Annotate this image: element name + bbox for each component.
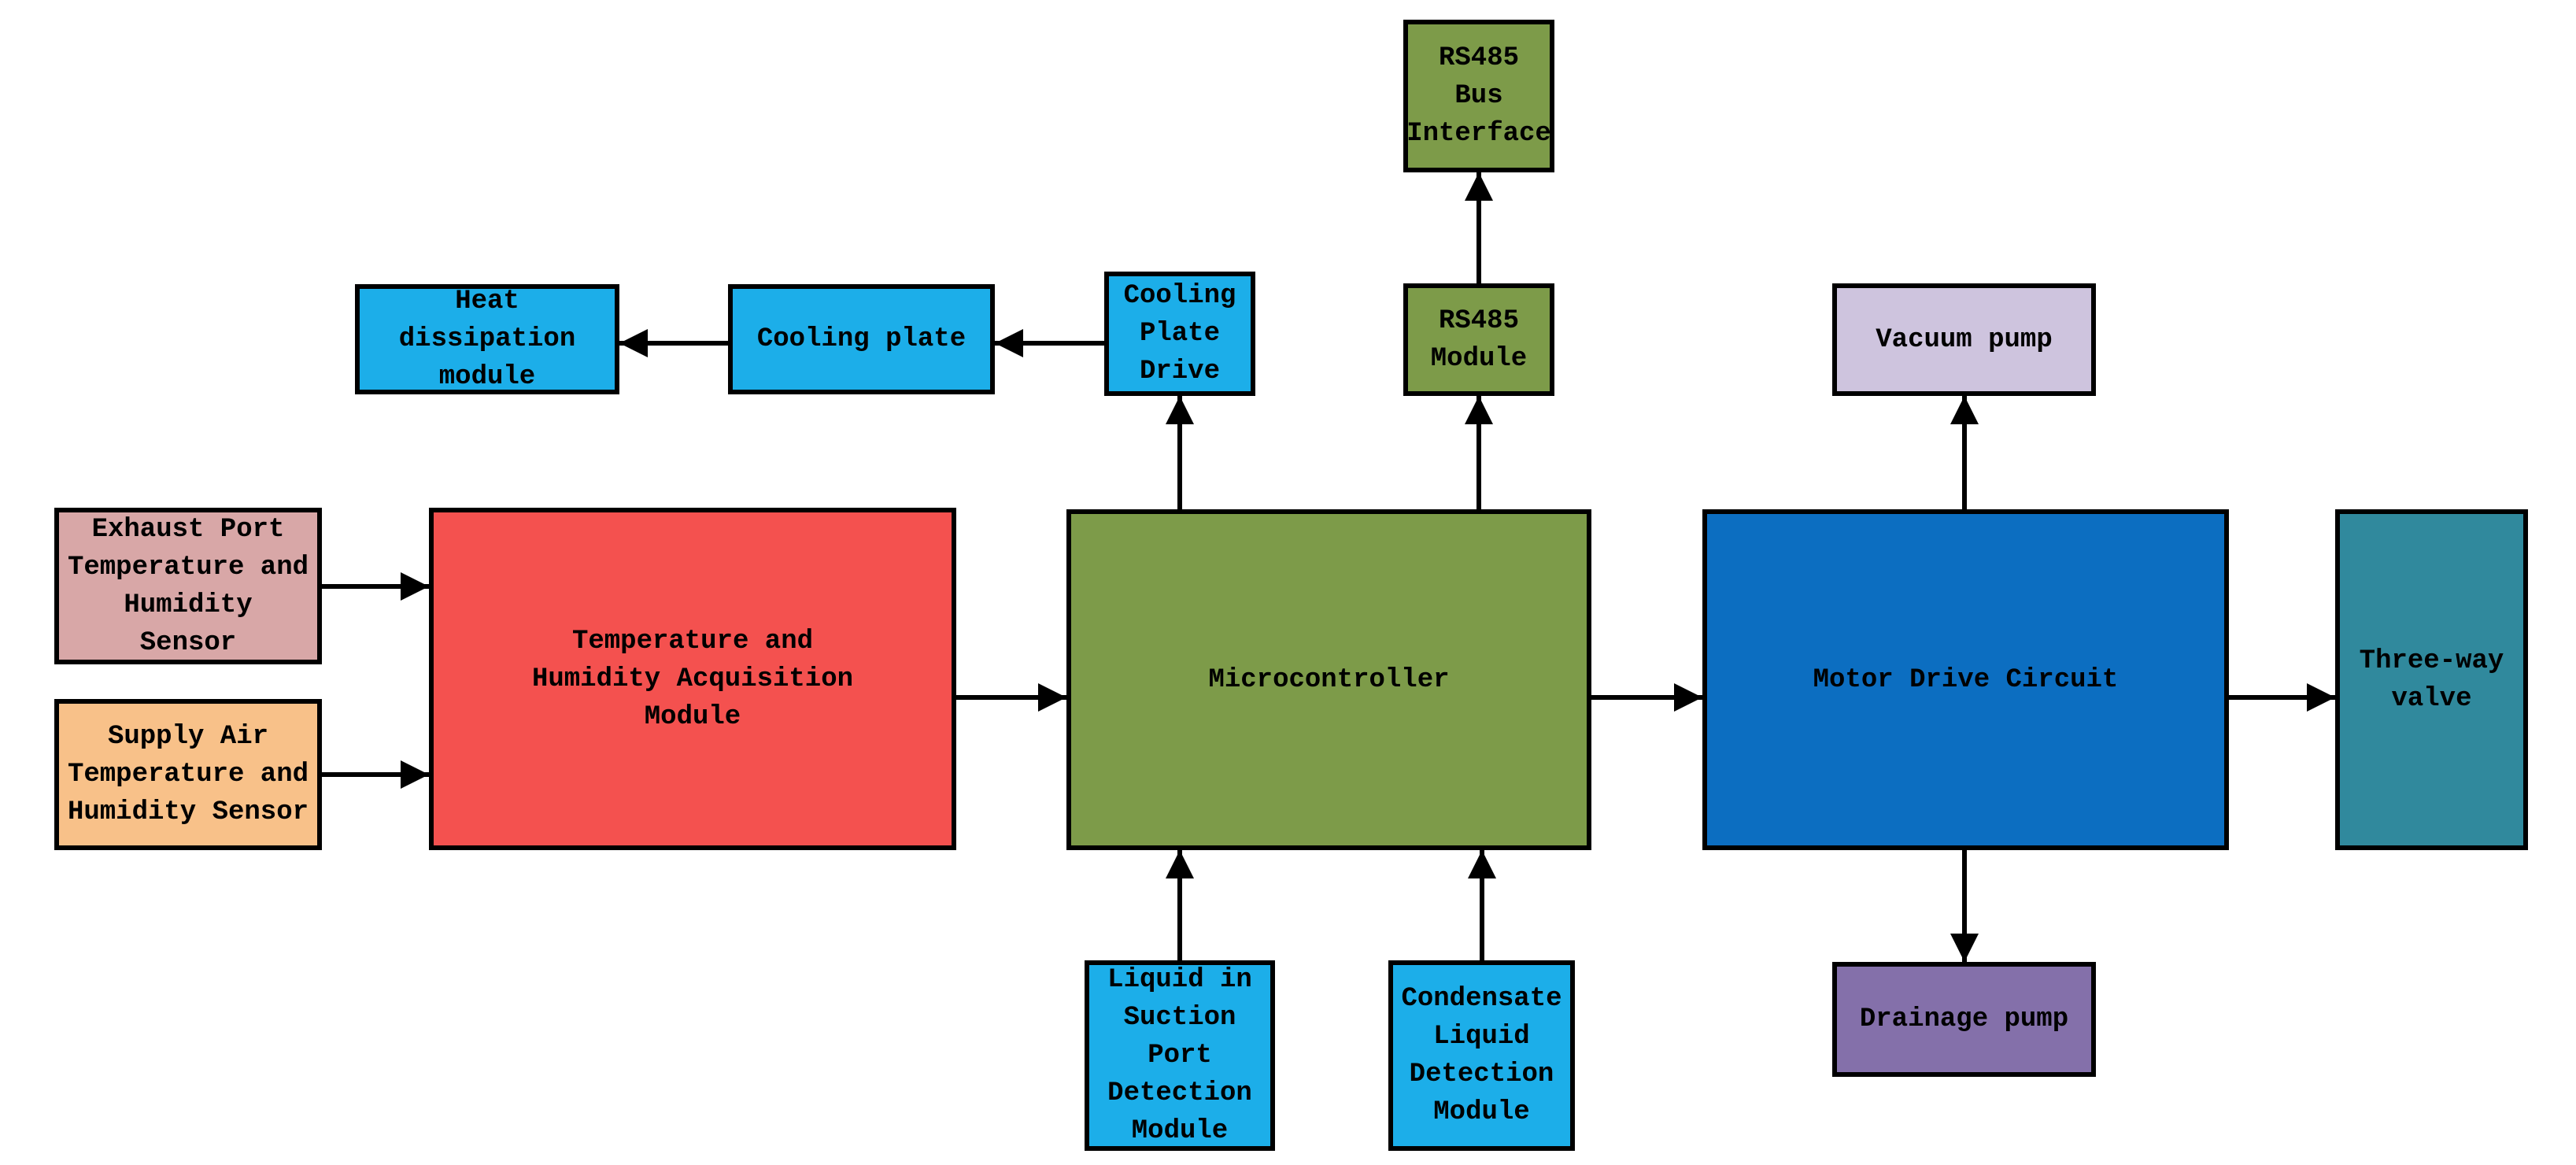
- node-label-motor-drive-circuit: Motor Drive Circuit: [1813, 664, 2119, 695]
- node-label-condensate-detection: Condensate Liquid Detection Module: [1401, 984, 1562, 1127]
- node-vacuum-pump: Vacuum pump: [1832, 283, 2096, 396]
- node-cooling-plate-drive: Cooling Plate Drive: [1104, 272, 1255, 396]
- node-label-three-way-valve: Three-way valve: [2359, 645, 2504, 714]
- node-label-suction-port-detection: Liquid in Suction Port Detection Module: [1107, 965, 1252, 1146]
- node-exhaust-sensor: Exhaust Port Temperature and Humidity Se…: [54, 508, 322, 664]
- node-label-cooling-plate: Cooling plate: [756, 324, 966, 354]
- node-heat-dissipation-module: Heat dissipation module: [355, 284, 619, 394]
- node-cooling-plate: Cooling plate: [728, 284, 995, 394]
- node-drainage-pump: Drainage pump: [1832, 962, 2096, 1077]
- node-label-heat-dissipation-module: Heat dissipation module: [398, 287, 576, 392]
- node-label-cooling-plate-drive: Cooling Plate Drive: [1123, 281, 1236, 386]
- node-supply-sensor: Supply Air Temperature and Humidity Sens…: [54, 699, 322, 850]
- node-acquisition-module: Temperature and Humidity Acquisition Mod…: [429, 508, 956, 850]
- node-rs485-module: RS485 Module: [1403, 283, 1554, 396]
- node-motor-drive-circuit: Motor Drive Circuit: [1702, 509, 2229, 850]
- node-three-way-valve: Three-way valve: [2335, 509, 2528, 850]
- node-microcontroller: Microcontroller: [1066, 509, 1591, 850]
- node-label-acquisition-module: Temperature and Humidity Acquisition Mod…: [531, 626, 854, 732]
- node-label-drainage-pump: Drainage pump: [1859, 1004, 2069, 1034]
- node-label-vacuum-pump: Vacuum pump: [1876, 324, 2053, 355]
- node-rs485-bus-interface: RS485 Bus Interface: [1403, 20, 1554, 172]
- node-condensate-detection: Condensate Liquid Detection Module: [1388, 960, 1575, 1151]
- node-label-microcontroller: Microcontroller: [1208, 664, 1450, 695]
- node-label-supply-sensor: Supply Air Temperature and Humidity Sens…: [67, 722, 309, 827]
- node-label-rs485-module: RS485 Module: [1430, 305, 1528, 374]
- node-suction-port-detection: Liquid in Suction Port Detection Module: [1085, 960, 1275, 1151]
- node-label-rs485-bus-interface: RS485 Bus Interface: [1406, 43, 1551, 149]
- node-label-exhaust-sensor: Exhaust Port Temperature and Humidity Se…: [67, 514, 309, 658]
